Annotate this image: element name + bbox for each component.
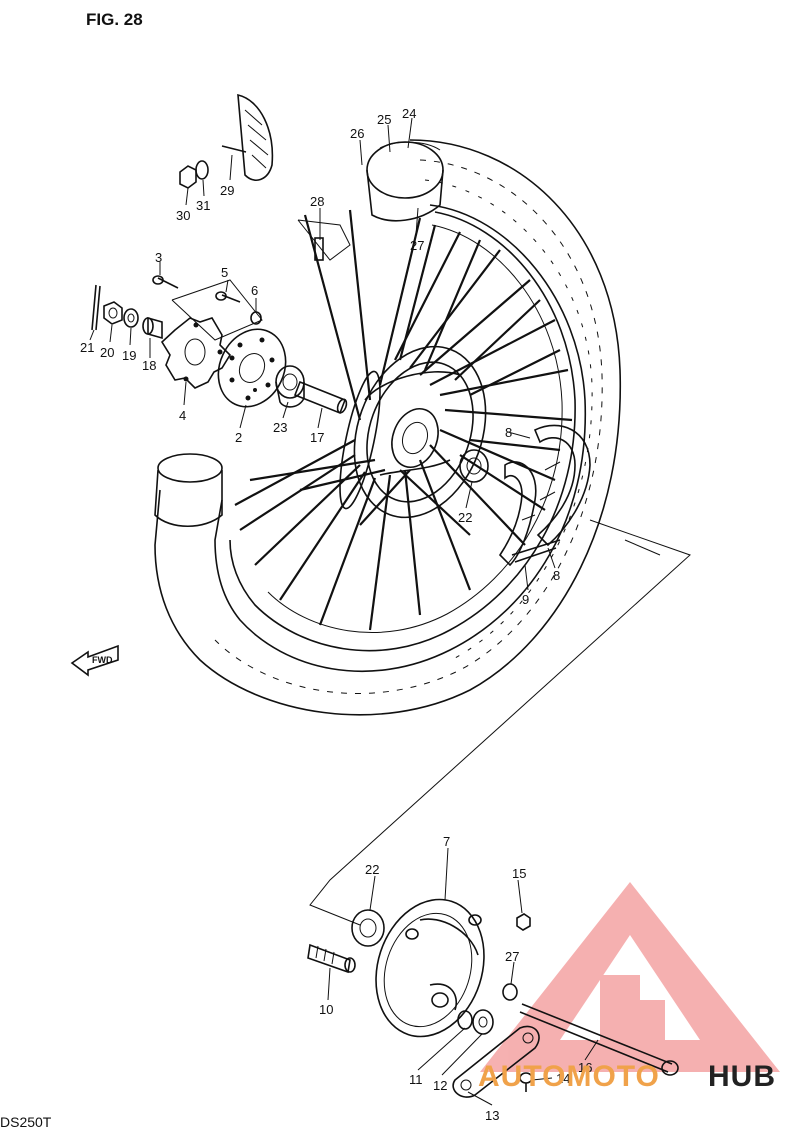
seal-22-upper	[459, 449, 489, 483]
nut-30	[179, 165, 197, 189]
callout-8-upper: 8	[505, 425, 512, 440]
callout-21: 21	[80, 340, 94, 355]
callout-18: 18	[142, 358, 156, 373]
bolt-5	[215, 291, 241, 303]
nut-20	[103, 301, 123, 325]
nut-15	[516, 913, 531, 931]
callout-31: 31	[196, 198, 210, 213]
plate-4	[160, 317, 232, 389]
callout-28: 28	[310, 194, 324, 209]
spacer-18	[142, 316, 163, 340]
collar-23	[275, 365, 305, 408]
callout-17: 17	[310, 430, 324, 445]
watermark-text-a: AUTOMOTO	[478, 1060, 660, 1093]
fwd-label: FWD	[92, 655, 113, 665]
valve-28	[297, 219, 351, 261]
callout-27-lower: 27	[505, 949, 519, 964]
callout-29: 29	[220, 183, 234, 198]
washer-27-lower	[502, 983, 518, 1001]
callout-3: 3	[155, 250, 162, 265]
model-code: DS250T	[0, 1114, 52, 1130]
callout-25: 25	[377, 112, 391, 127]
wheel-hub	[339, 345, 487, 519]
washer-31	[195, 160, 209, 180]
callout-12: 12	[433, 1078, 447, 1093]
cam-shaft-16	[519, 1003, 679, 1076]
callout-24: 24	[402, 106, 416, 121]
tire-cut-bottom	[154, 453, 223, 527]
callout-11: 11	[409, 1072, 423, 1087]
bolt-3	[152, 275, 179, 289]
callout-23: 23	[273, 420, 287, 435]
seal-22-lower	[351, 909, 385, 947]
callout-5: 5	[221, 265, 228, 280]
tire	[154, 139, 622, 716]
callout-13: 13	[485, 1108, 499, 1123]
callout-20: 20	[100, 345, 114, 360]
spokes	[234, 209, 573, 631]
leader-lines	[89, 117, 599, 1106]
callout-numbers: 24 25 26 27 28 29 30 31 3 5 6 21 20 19 1…	[80, 106, 592, 1123]
callout-26: 26	[350, 126, 364, 141]
callout-7: 7	[443, 834, 450, 849]
bolt-group-bracket	[171, 279, 263, 341]
callout-8-lower: 8	[553, 568, 560, 583]
axle-17	[293, 380, 348, 415]
brake-shoes	[498, 424, 591, 567]
callout-19: 19	[122, 348, 136, 363]
callout-4: 4	[179, 408, 186, 423]
tire-cut-top	[366, 141, 444, 222]
callout-30: 30	[176, 208, 190, 223]
callout-9: 9	[522, 592, 529, 607]
forward-arrow-icon: FWD	[70, 644, 119, 677]
callout-22-lower: 22	[365, 862, 379, 877]
callout-10: 10	[319, 1002, 333, 1017]
callout-2: 2	[235, 430, 242, 445]
brake-panel-7	[375, 898, 485, 1038]
watermark-text: AUTOMOTO HUB	[478, 1060, 776, 1093]
callout-15: 15	[512, 866, 526, 881]
callout-22-upper: 22	[458, 510, 472, 525]
brake-disc-29	[221, 93, 274, 181]
figure-title: FIG. 28	[86, 10, 143, 29]
sprocket-mount-2	[217, 328, 287, 408]
callout-16: 16	[578, 1060, 592, 1075]
assembly-lines	[309, 519, 691, 926]
callout-6: 6	[251, 283, 258, 298]
washer-19	[123, 308, 139, 328]
watermark-logo	[480, 882, 780, 1072]
watermark-text-b: HUB	[708, 1060, 776, 1093]
cotter-pin-21	[91, 284, 101, 331]
gear-10	[307, 943, 356, 974]
brake-arm-13	[452, 1025, 540, 1098]
washer-11	[457, 1010, 473, 1030]
bolt-14	[519, 1072, 533, 1092]
callout-27-upper: 27	[410, 238, 424, 253]
callout-14: 14	[556, 1071, 570, 1086]
washer-12	[472, 1009, 494, 1035]
